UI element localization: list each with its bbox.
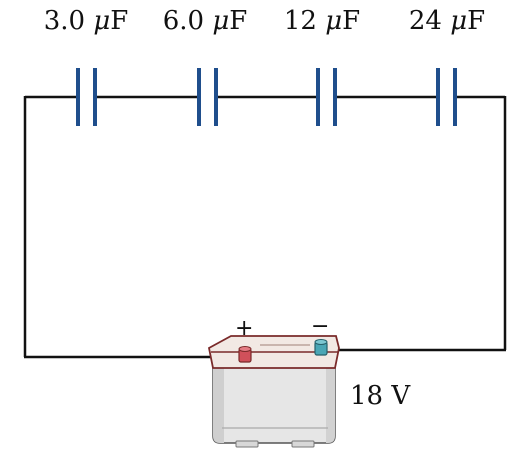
- negative-terminal: [314, 339, 328, 356]
- capacitor-3-value: 12: [283, 6, 317, 36]
- capacitor-2-unit-prefix: μ: [212, 6, 230, 36]
- capacitor-1-value: 3.0: [43, 6, 86, 36]
- capacitor-4-unit-prefix: μ: [450, 6, 468, 36]
- battery: [207, 335, 340, 448]
- capacitor-2-label: 6.0 μF: [163, 6, 248, 36]
- capacitor-1-unit: F: [110, 6, 129, 36]
- battery-foot-right: [291, 440, 315, 448]
- capacitor-3: [316, 68, 337, 126]
- capacitor-1-unit-prefix: μ: [93, 6, 111, 36]
- capacitor-2: [197, 68, 218, 126]
- capacitor-3-unit: F: [342, 6, 361, 36]
- negative-terminal-label: −: [311, 314, 330, 339]
- battery-foot-left: [235, 440, 259, 448]
- positive-terminal-label: +: [235, 316, 254, 341]
- capacitor-2-unit: F: [229, 6, 248, 36]
- circuit-wires: [23, 95, 507, 359]
- capacitor-3-unit-prefix: μ: [325, 6, 343, 36]
- capacitor-4-value: 24: [408, 6, 442, 36]
- battery-body-shade: [213, 360, 224, 443]
- capacitor-3-label: 12 μF: [284, 6, 360, 36]
- capacitor-4: [436, 68, 457, 126]
- battery-voltage-label: 18 V: [350, 381, 411, 411]
- battery-body-shade-right: [326, 360, 335, 443]
- capacitor-1-label: 3.0 μF: [44, 6, 129, 36]
- battery-body: [212, 359, 336, 444]
- capacitor-1: [76, 68, 97, 126]
- capacitor-4-unit: F: [467, 6, 486, 36]
- positive-terminal: [238, 346, 252, 363]
- capacitor-4-label: 24 μF: [409, 6, 485, 36]
- capacitor-2-value: 6.0: [162, 6, 205, 36]
